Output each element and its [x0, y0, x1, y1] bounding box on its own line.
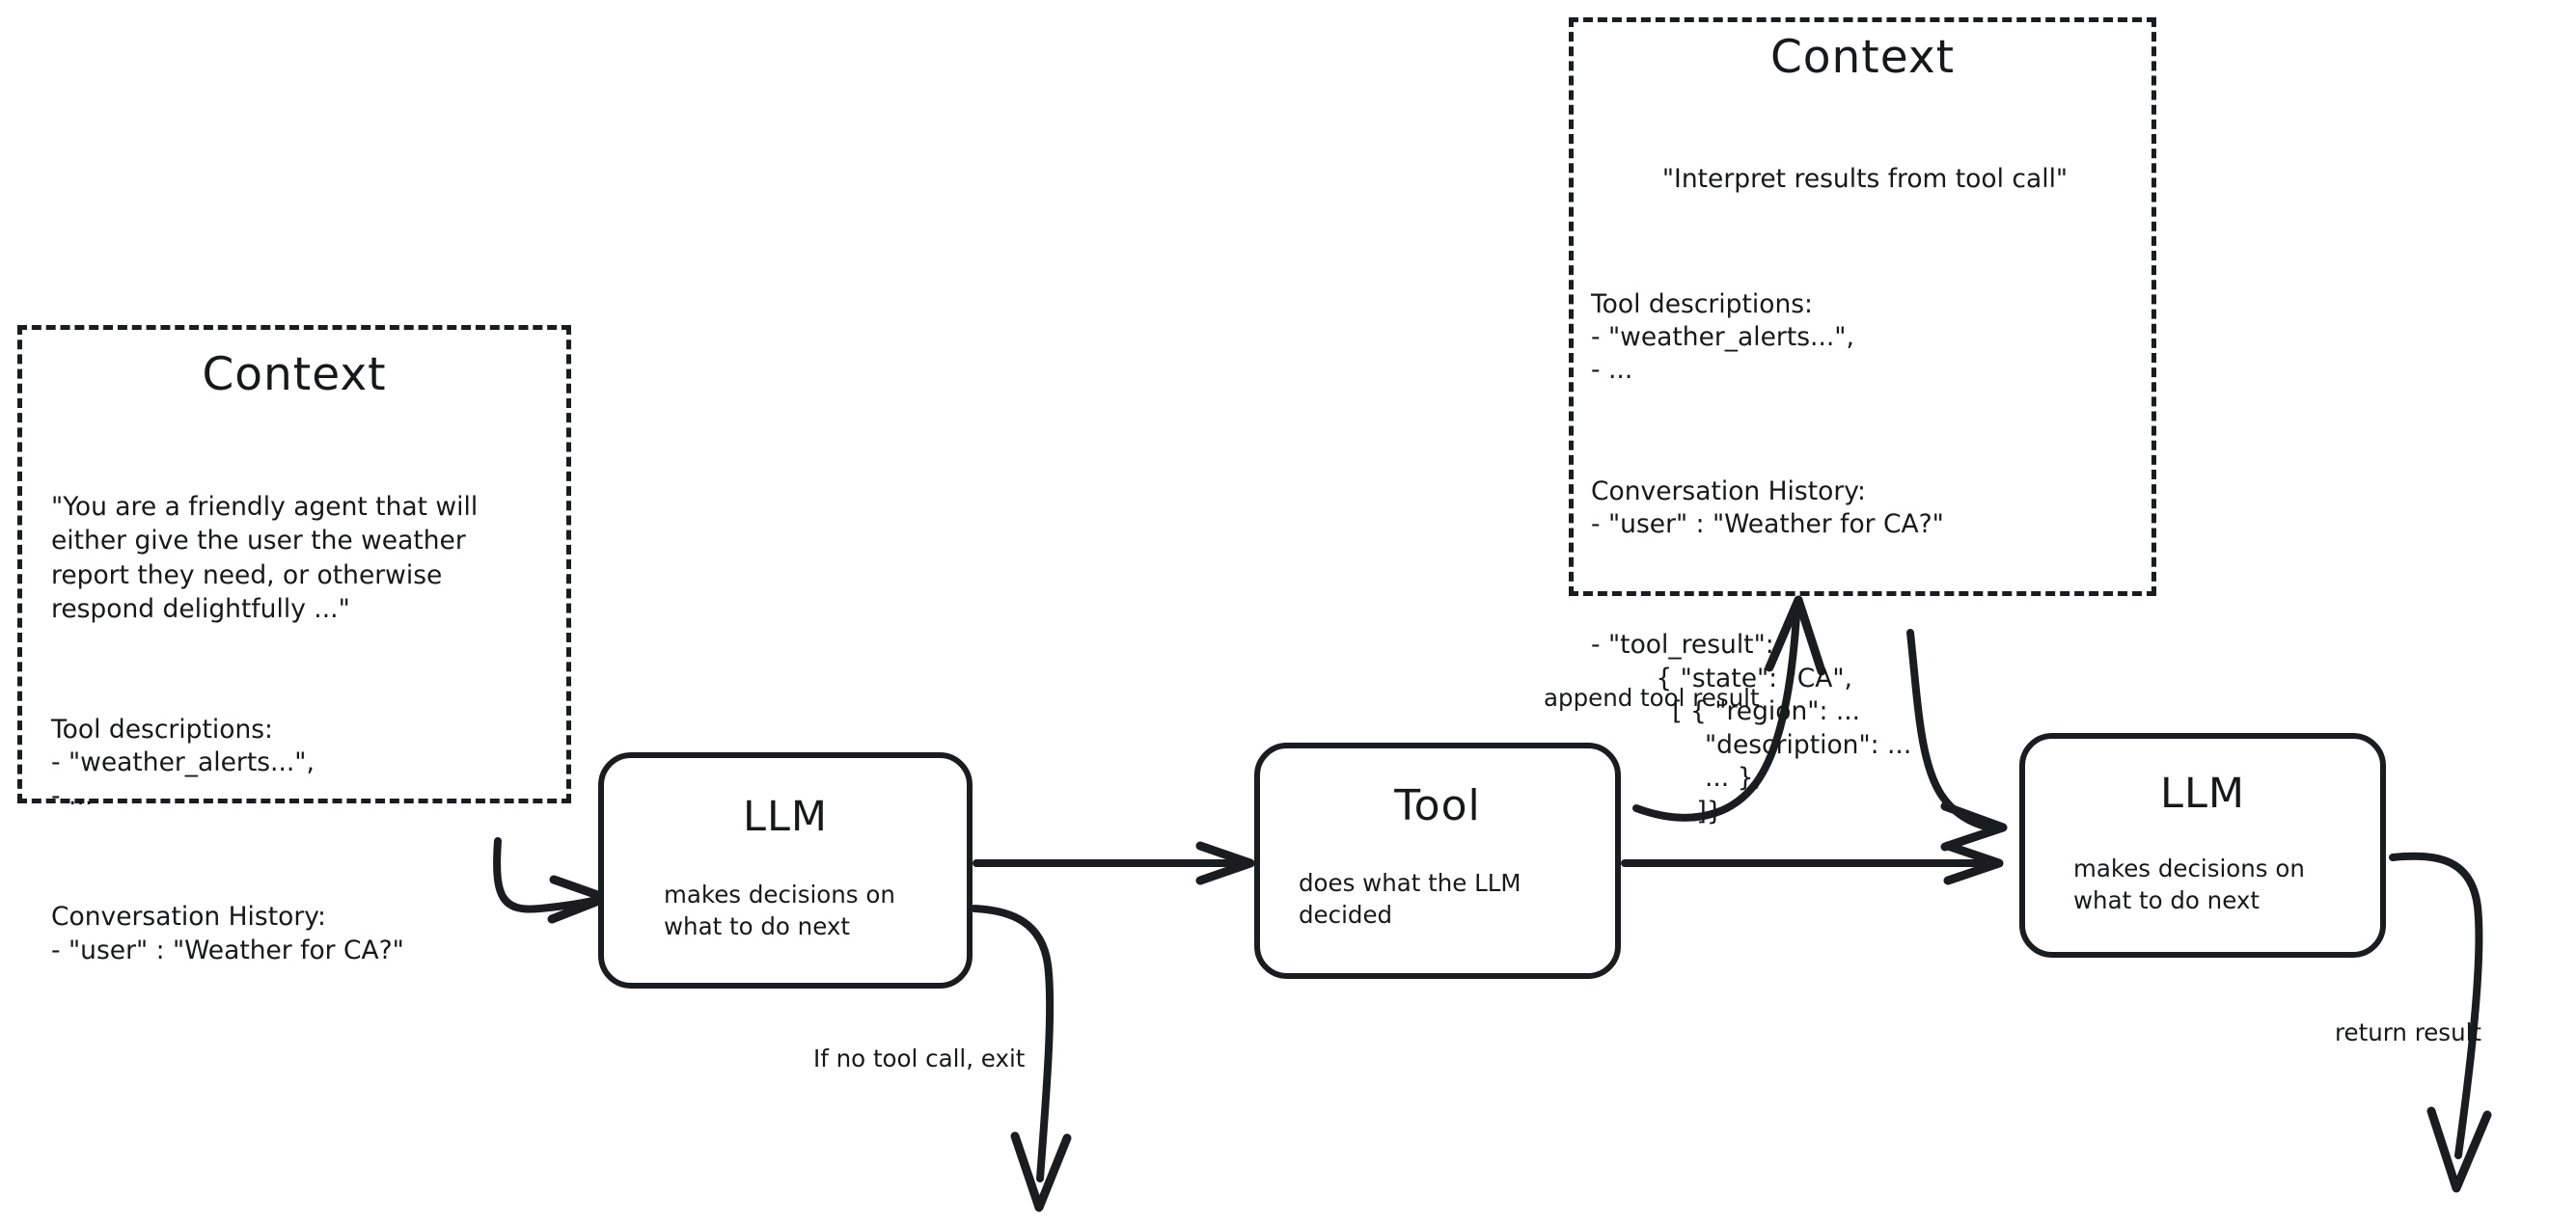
edge-label-append-tool-result: append tool result: [1544, 684, 1760, 712]
node-llm-second-subtitle: makes decisions on what to do next: [2073, 855, 2305, 914]
context-after-tool-conversation-history: Conversation History: - "user" : "Weathe…: [1591, 475, 1944, 540]
context-after-tool-tool-descriptions: Tool descriptions: - "weather_alerts..."…: [1591, 288, 1854, 386]
edge-label-return-result: return result: [2335, 1018, 2482, 1046]
node-llm-first-title: LLM: [742, 793, 828, 841]
node-llm-second-title: LLM: [2159, 770, 2245, 818]
node-llm-first-subtitle: makes decisions on what to do next: [664, 881, 895, 940]
node-llm-first: LLM makes decisions on what to do next: [598, 752, 973, 989]
context-after-tool-body: "Interpret results from tool call" Tool …: [1591, 96, 2151, 895]
node-tool: Tool does what the LLM decided: [1254, 743, 1621, 979]
context-initial-conversation-history: Conversation History: - "user" : "Weathe…: [51, 902, 404, 965]
context-box-after-tool: Context "Interpret results from tool cal…: [1569, 17, 2156, 827]
context-after-tool-title: Context: [1769, 31, 1956, 84]
context-box-initial: Context "You are a friendly agent that w…: [17, 325, 571, 965]
context-initial-title: Context: [202, 348, 387, 401]
arrow-llm1-to-tool: [973, 841, 1255, 885]
node-tool-subtitle: does what the LLM decided: [1299, 869, 1521, 929]
edge-label-if-no-tool-call-exit: If no tool call, exit: [813, 1045, 1026, 1072]
node-tool-title: Tool: [1394, 781, 1481, 830]
context-initial-tool-descriptions: Tool descriptions: - "weather_alerts..."…: [51, 715, 315, 811]
context-initial-system-prompt: "You are a friendly agent that will eith…: [51, 492, 479, 624]
context-initial-body: "You are a friendly agent that will eith…: [51, 423, 534, 1034]
node-llm-second: LLM makes decisions on what to do next: [2019, 733, 2386, 958]
context-after-tool-instruction: "Interpret results from tool call": [1661, 164, 2069, 195]
context-after-tool-tool-result: - "tool_result": { "state": "CA", [ { "r…: [1591, 630, 1912, 827]
